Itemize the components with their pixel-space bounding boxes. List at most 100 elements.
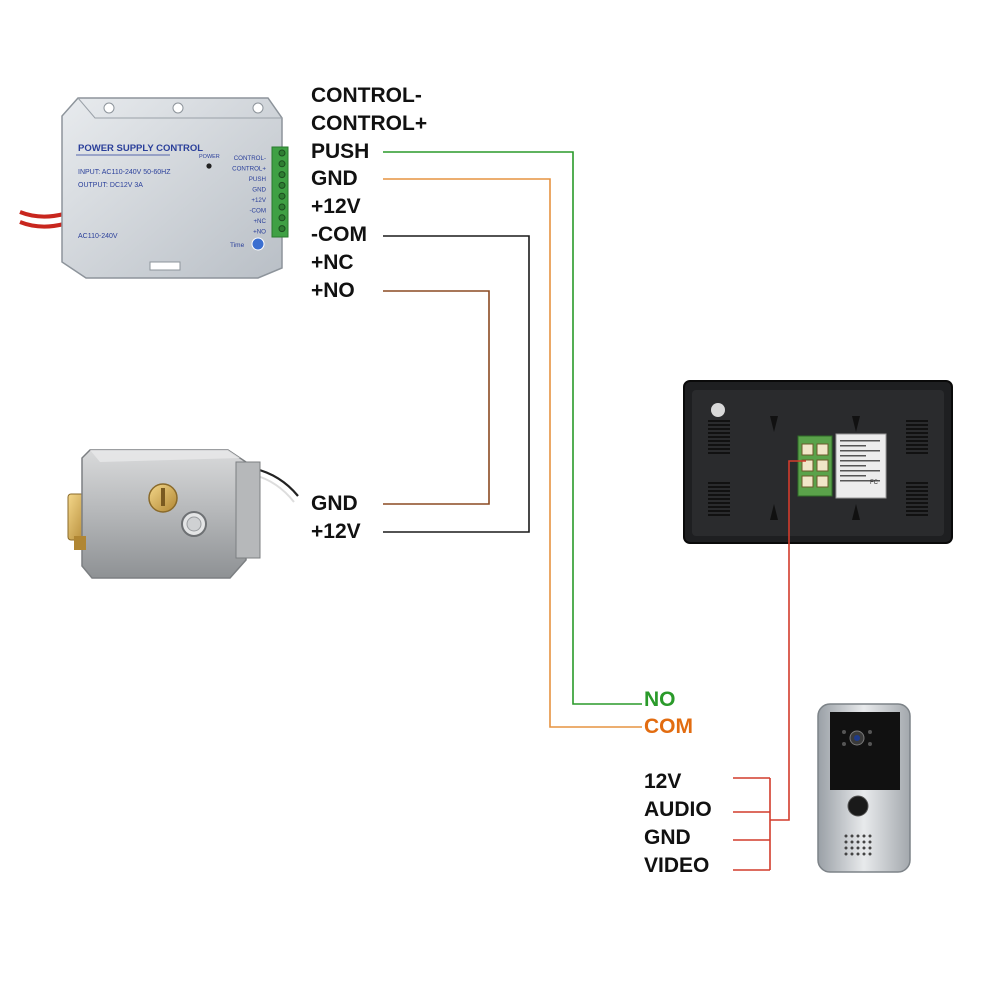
power-cable <box>19 210 65 219</box>
label-intercom-12v: 12V <box>644 770 682 793</box>
label-plus-no: +NO <box>311 279 355 302</box>
push-wire <box>383 151 642 705</box>
monitor-fc-mark: FC <box>870 480 879 486</box>
sticker-line <box>840 465 866 467</box>
sticker-line <box>840 450 880 452</box>
vent-slot <box>906 428 928 430</box>
vent-slot <box>906 444 928 446</box>
vent-slot <box>906 420 928 422</box>
terminal-port-icon <box>801 475 814 488</box>
speaker-hole <box>844 852 848 856</box>
psu-panel-terminal-text: +NO <box>253 229 266 236</box>
speaker-hole <box>862 852 866 856</box>
power-supply-case <box>61 97 283 279</box>
sticker-line <box>840 480 880 482</box>
label-push: PUSH <box>311 140 370 163</box>
intercom-wire-bundle <box>733 460 806 871</box>
sticker-line <box>840 470 880 472</box>
terminal-screw-icon <box>278 160 286 168</box>
speaker-hole <box>856 846 860 850</box>
vent-slot <box>906 424 928 426</box>
vent-slot <box>708 498 730 500</box>
speaker-hole <box>844 846 848 850</box>
vent-slot <box>708 502 730 504</box>
label-gnd: GND <box>311 167 358 190</box>
speaker-hole <box>868 834 872 838</box>
psu-panel-terminal-text: +12V <box>251 197 266 204</box>
label-lock-12v: +12V <box>311 520 361 543</box>
vent-slot <box>906 436 928 438</box>
speaker-hole <box>862 846 866 850</box>
psu-ac-label: AC110-240V <box>78 233 118 240</box>
vent-slot <box>708 490 730 492</box>
vent-slot <box>708 432 730 434</box>
label-doorbell-no: NO <box>644 688 676 711</box>
terminal-port-icon <box>816 459 829 472</box>
vent-slot <box>906 510 928 512</box>
speaker-hole <box>850 834 854 838</box>
wires <box>383 151 806 871</box>
vent-slot <box>708 514 730 516</box>
psu-panel-terminal-text: CONTROL+ <box>232 166 266 173</box>
sticker-line <box>840 445 866 447</box>
psu-power-led-label: POWER <box>199 154 220 160</box>
vent-slot <box>708 510 730 512</box>
vent-slot <box>708 440 730 442</box>
label-doorbell-com: COM <box>644 715 693 738</box>
sticker-line <box>840 440 880 442</box>
com-wire <box>383 235 530 533</box>
call-button[interactable] <box>847 795 869 817</box>
psu-panel-terminal-text: -COM <box>250 208 267 215</box>
speaker-hole <box>868 846 872 850</box>
power-supply-unit: POWER SUPPLY CONTROL INPUT: AC110-240V 5… <box>19 97 289 279</box>
psu-panel-terminal-text: PUSH <box>249 176 266 183</box>
psu-time-label: Time <box>230 242 245 249</box>
speaker-hole <box>862 840 866 844</box>
speaker-hole <box>856 840 860 844</box>
label-lock-gnd: GND <box>311 492 358 515</box>
label-minus-com: -COM <box>311 223 367 246</box>
vent-slot <box>708 506 730 508</box>
psu-input-spec: INPUT: AC110-240V 50-60HZ <box>78 169 171 176</box>
speaker-hole <box>844 834 848 838</box>
speaker-hole <box>844 840 848 844</box>
vent-slot <box>906 448 928 450</box>
vent-slot <box>708 494 730 496</box>
time-knob-icon <box>251 237 265 251</box>
vent-slot <box>708 436 730 438</box>
psu-panel-terminal-text: GND <box>252 187 266 194</box>
vent-slot <box>708 448 730 450</box>
indoor-monitor: FC <box>683 380 953 544</box>
vent-slot <box>906 486 928 488</box>
sticker-line <box>840 475 866 477</box>
sticker-line <box>840 460 880 462</box>
vent-slot <box>708 420 730 422</box>
terminal-screw-icon <box>278 203 286 211</box>
power-led-icon <box>206 163 212 169</box>
terminal-screw-icon <box>278 225 286 233</box>
vent-slot <box>906 506 928 508</box>
no-wire <box>383 290 490 505</box>
label-plus-nc: +NC <box>311 251 354 274</box>
lock-body <box>81 449 247 579</box>
terminal-block <box>271 146 289 238</box>
electric-lock <box>67 449 299 579</box>
label-control-minus: CONTROL- <box>311 84 422 107</box>
speaker-hole <box>856 834 860 838</box>
speaker-hole <box>868 852 872 856</box>
outdoor-doorbell <box>817 703 911 873</box>
label-intercom-video: VIDEO <box>644 854 710 877</box>
label-intercom-audio: AUDIO <box>644 798 712 821</box>
vent-slot <box>906 482 928 484</box>
monitor-badge-icon <box>711 403 725 417</box>
vent-slot <box>906 440 928 442</box>
speaker-hole <box>850 846 854 850</box>
psu-panel-terminal-text: CONTROL- <box>234 155 266 162</box>
vent-slot <box>906 514 928 516</box>
vent-slot <box>906 494 928 496</box>
terminal-screw-icon <box>278 149 286 157</box>
vent-slot <box>906 490 928 492</box>
label-plus-12v: +12V <box>311 195 361 218</box>
psu-panel-terminal-text: +NC <box>253 218 266 225</box>
